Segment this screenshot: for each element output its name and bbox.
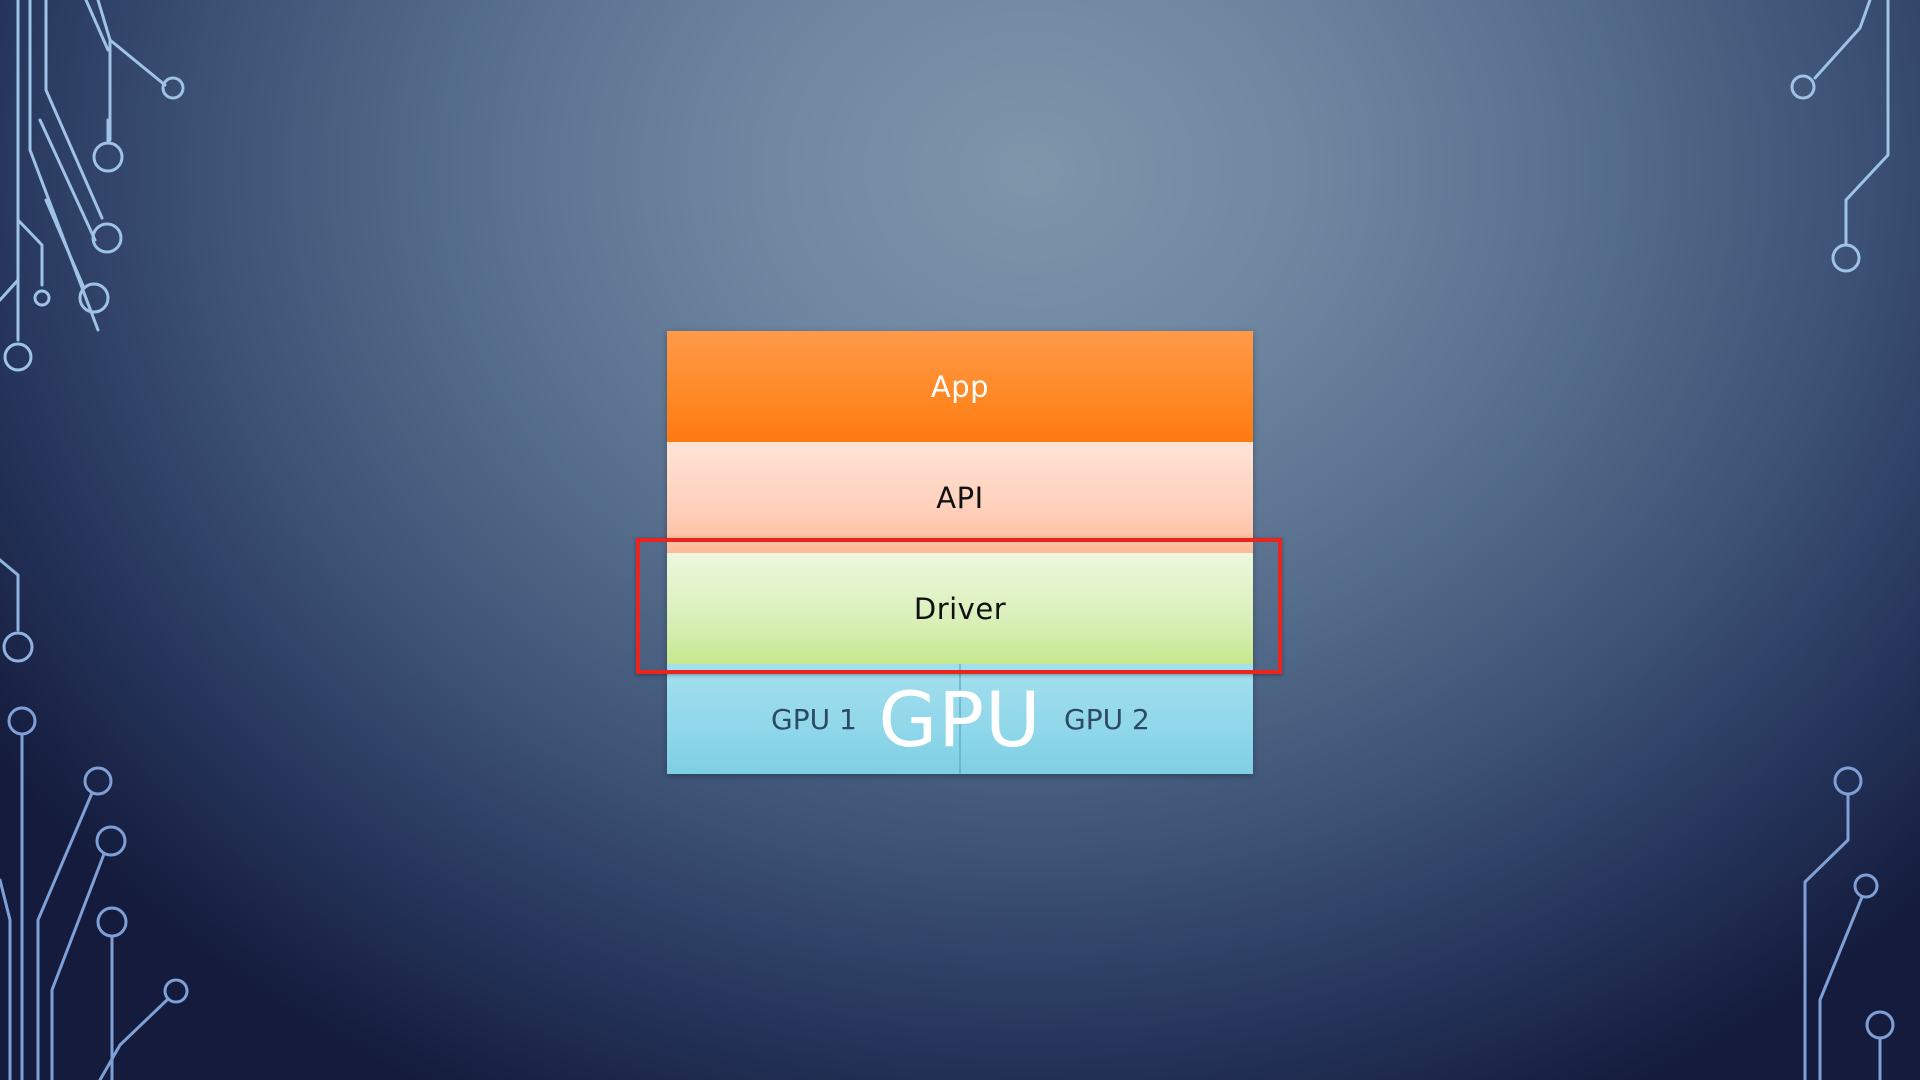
circuit-bottom-right <box>1803 766 1895 1080</box>
gpu-divider <box>959 664 961 774</box>
layer-app-label: App <box>930 369 990 404</box>
circuit-mid-left <box>0 558 34 663</box>
gpu-unit-1-label: GPU 1 <box>771 702 857 736</box>
layer-driver: Driver <box>667 553 1253 664</box>
driver-highlight-box <box>636 538 1282 674</box>
gpu-unit-2-label: GPU 2 <box>1064 702 1150 736</box>
layer-api-label: API <box>936 480 984 515</box>
layer-app: App <box>667 331 1253 442</box>
layer-driver-label: Driver <box>913 591 1007 626</box>
layer-api: API <box>667 442 1253 553</box>
architecture-stack: App API Driver GPU 1 GPU GPU 2 <box>667 331 1253 774</box>
circuit-bottom-left <box>0 706 189 1080</box>
gpu-label: GPU <box>878 674 1042 764</box>
circuit-top-left <box>0 0 185 372</box>
circuit-top-right <box>1790 0 1890 273</box>
layer-gpu: GPU 1 GPU GPU 2 <box>667 664 1253 774</box>
